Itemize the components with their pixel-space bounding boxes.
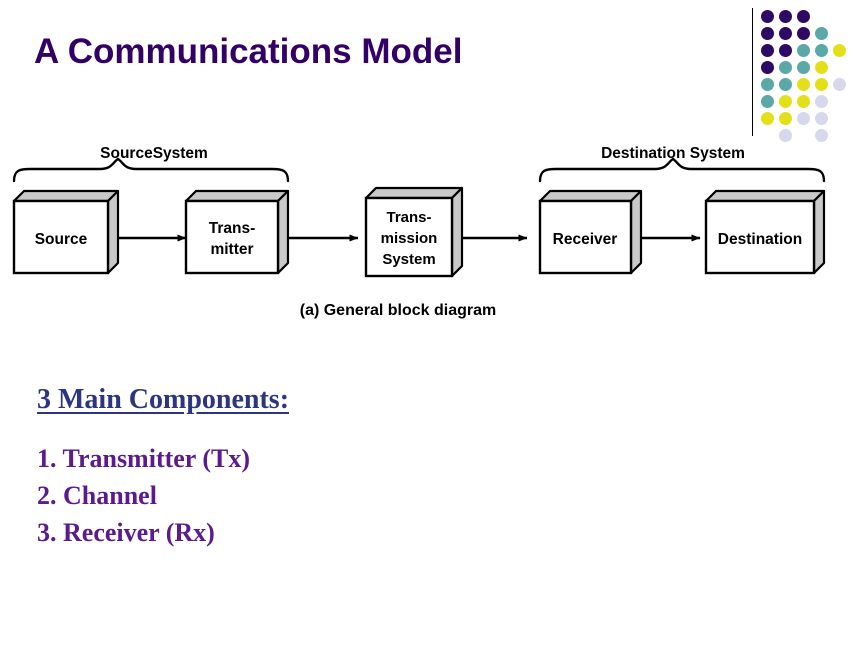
decorative-dot — [797, 61, 810, 74]
decorative-dot — [761, 44, 774, 57]
decorative-dot — [797, 78, 810, 91]
list-item: 2. Channel — [37, 481, 157, 510]
decorative-dot — [815, 112, 828, 125]
brace-label-destination-system: Destination System — [601, 145, 745, 162]
vertical-rule-divider — [752, 8, 753, 136]
box-label-transmitter-line2: mitter — [210, 241, 253, 258]
diagram-box-transmitter: Trans- mitter — [184, 189, 290, 275]
diagram-box-receiver: Receiver — [538, 189, 643, 275]
decorative-dot — [797, 44, 810, 57]
decorative-dot — [833, 78, 846, 91]
decorative-dot — [761, 78, 774, 91]
decorative-dot — [779, 27, 792, 40]
decorative-dot — [761, 95, 774, 108]
decorative-dot — [815, 61, 828, 74]
page-title: A Communications Model — [34, 32, 463, 71]
decorative-dot — [815, 44, 828, 57]
list-item: 3. Receiver (Rx) — [37, 518, 215, 547]
box-label-source: Source — [35, 231, 88, 248]
decorative-dot — [779, 61, 792, 74]
decorative-dot — [815, 129, 828, 142]
decorative-dot — [761, 10, 774, 23]
box-label-transmitter-line1: Trans- — [209, 220, 256, 237]
decorative-dot — [779, 44, 792, 57]
diagram-box-transmission-system: Trans- mission System — [364, 186, 464, 278]
decorative-dot — [797, 95, 810, 108]
decorative-dot — [761, 27, 774, 40]
decorative-dot — [797, 27, 810, 40]
decorative-dot — [779, 112, 792, 125]
components-heading: 3 Main Components: — [37, 384, 290, 415]
decorative-dot — [815, 27, 828, 40]
decorative-dot — [761, 61, 774, 74]
box-label-transmission-line3: System — [382, 251, 435, 268]
general-block-diagram-figure: SourceSystem Destination System Source T… — [0, 132, 830, 327]
decorative-dot — [815, 78, 828, 91]
brace-source-system — [12, 157, 290, 183]
box-label-transmission-line1: Trans- — [386, 209, 431, 226]
decorative-dot — [815, 95, 828, 108]
decorative-dot — [797, 112, 810, 125]
list-item: 1. Transmitter (Tx) — [37, 444, 251, 473]
decorative-dot — [797, 10, 810, 23]
decorative-dot — [779, 78, 792, 91]
components-list: 1. Transmitter (Tx) 2. Channel 3. Receiv… — [37, 440, 250, 551]
box-label-receiver: Receiver — [553, 231, 618, 248]
decorative-dot — [779, 129, 792, 142]
figure-caption: (a) General block diagram — [300, 302, 497, 319]
decorative-dot — [833, 44, 846, 57]
diagram-box-destination: Destination — [704, 189, 826, 275]
box-label-destination: Destination — [718, 231, 802, 248]
brace-destination-system — [538, 157, 826, 183]
decorative-dot — [779, 95, 792, 108]
decorative-dot — [779, 10, 792, 23]
brace-label-source-system: SourceSystem — [100, 145, 208, 162]
diagram-box-source: Source — [12, 189, 120, 275]
decorative-dot — [761, 112, 774, 125]
decorative-dot-motif — [750, 6, 864, 142]
box-label-transmission-line2: mission — [381, 230, 438, 247]
